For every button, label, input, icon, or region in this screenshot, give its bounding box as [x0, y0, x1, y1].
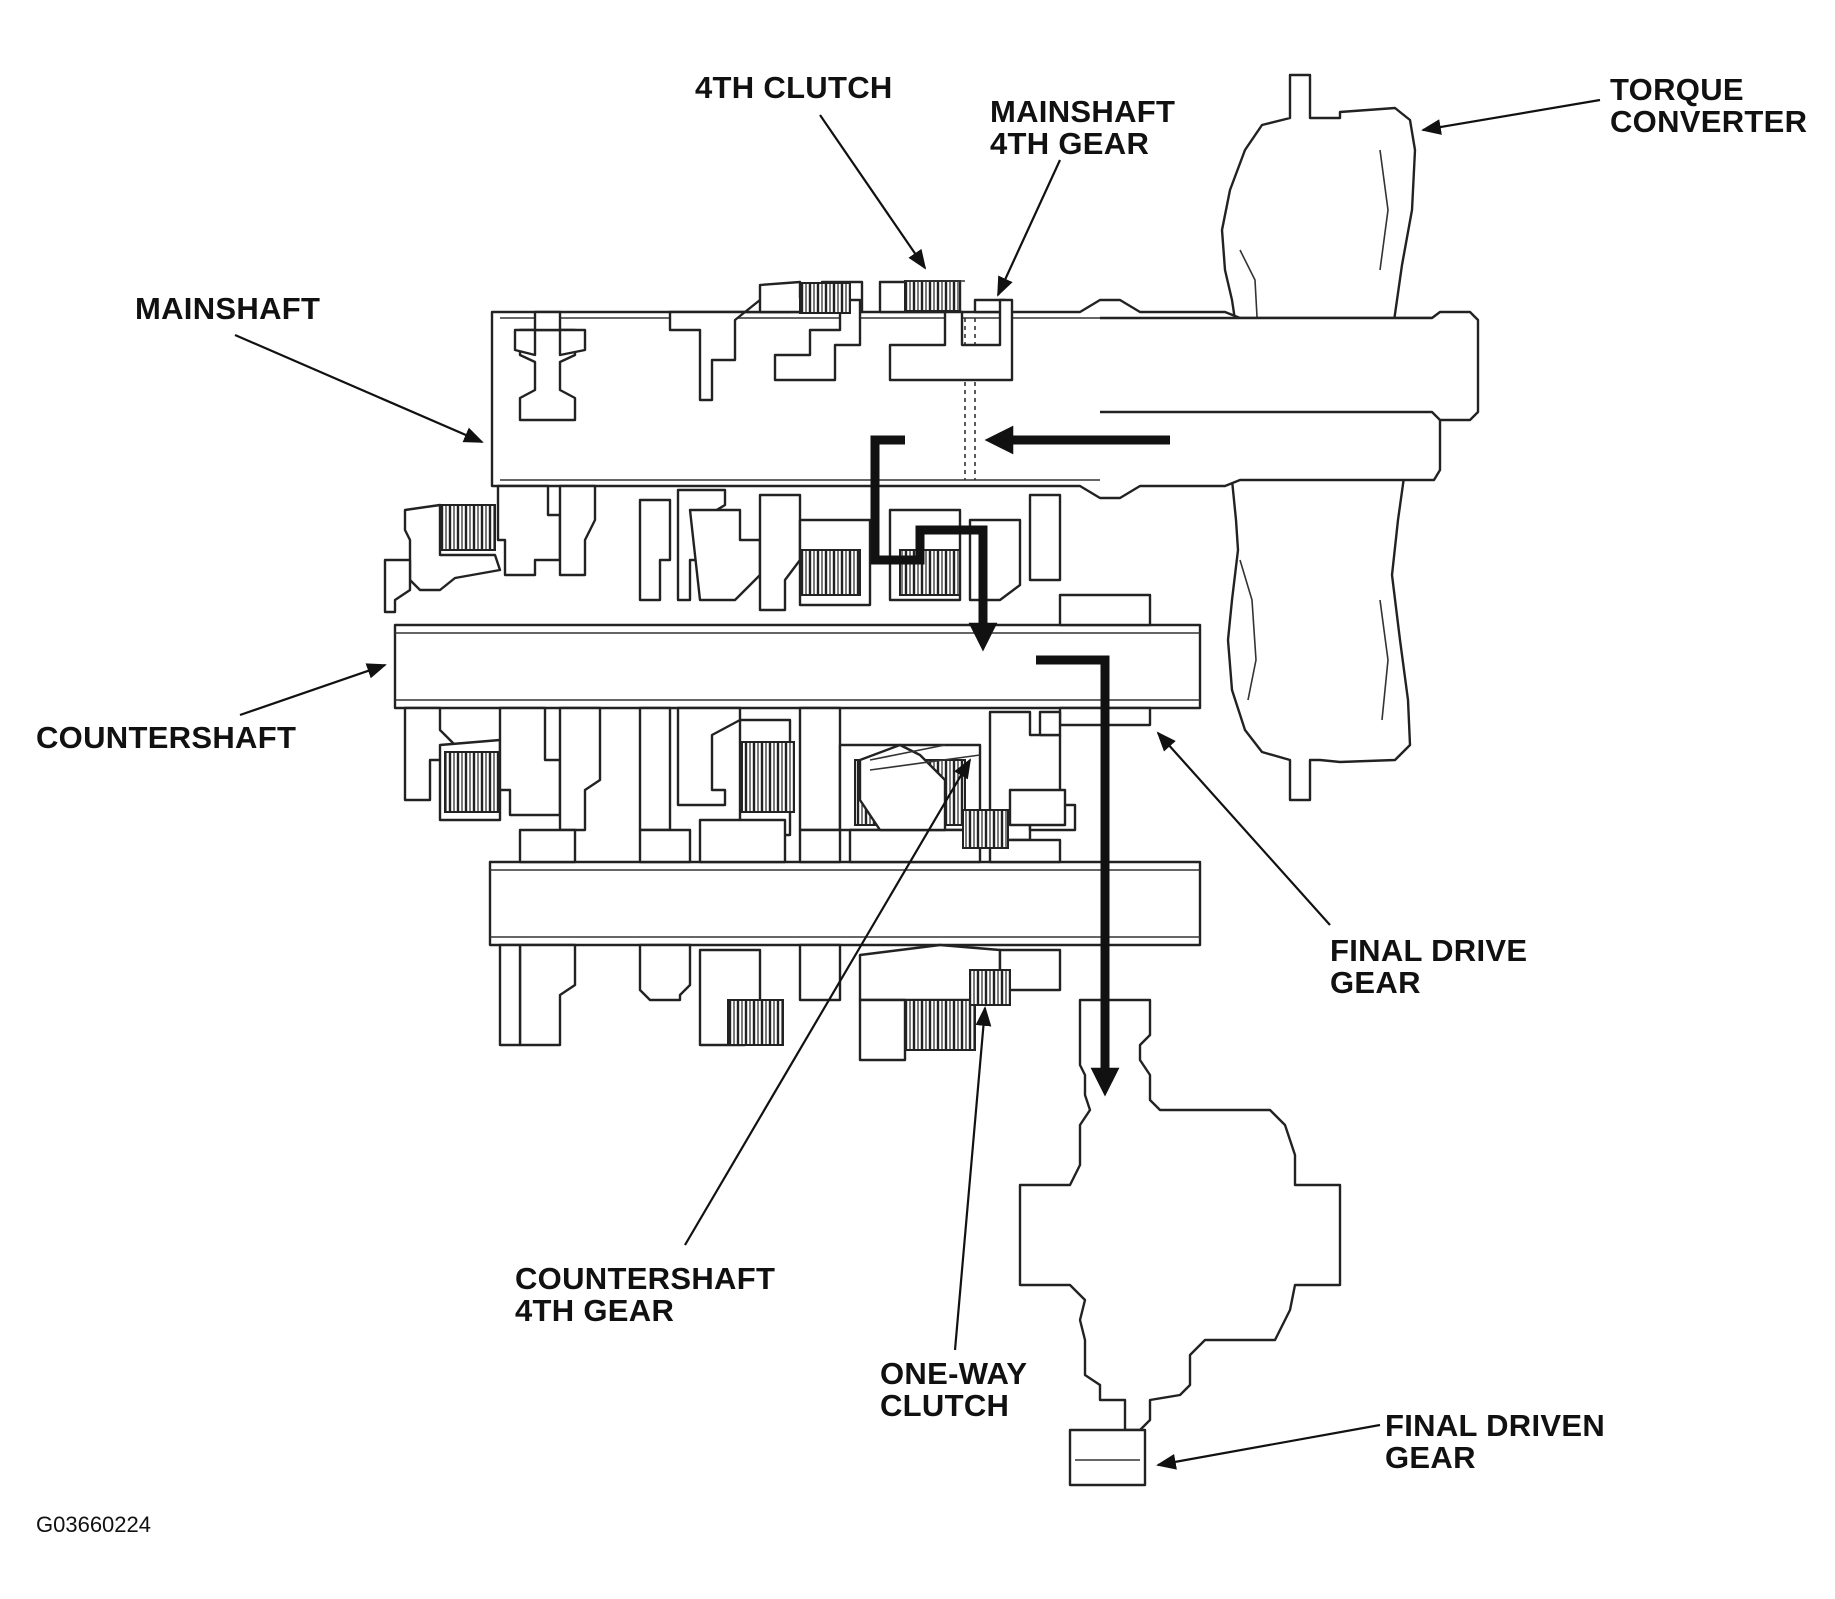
label-final-drive-gear: FINAL DRIVE GEAR [1330, 935, 1527, 999]
label-mainshaft-4th-gear-line-1: MAINSHAFT [990, 94, 1176, 129]
leader-final-drive-gear [1156, 731, 1331, 926]
label-mainshaft-4th-gear: MAINSHAFT 4TH GEAR [990, 96, 1175, 160]
power-flow-path [870, 425, 1170, 1097]
leader-4th-clutch [819, 114, 927, 270]
label-final-driven-gear-line-1: FINAL DRIVEN [1385, 1408, 1606, 1443]
figure-code: G03660224 [36, 1512, 151, 1537]
leader-lines [234, 98, 1601, 1470]
label-final-drive-gear-line-2: GEAR [1330, 965, 1421, 1000]
mainshaft-assembly [383, 280, 1480, 614]
label-countershaft: COUNTERSHAFT [36, 722, 296, 754]
leader-torque-converter [1421, 98, 1601, 135]
label-mainshaft-line-1: MAINSHAFT [135, 291, 321, 326]
label-one-way-clutch: ONE-WAY CLUTCH [880, 1358, 1027, 1422]
label-countershaft-4th-gear-line-1: COUNTERSHAFT [515, 1261, 776, 1296]
label-4th-clutch: 4TH CLUTCH [695, 72, 893, 104]
label-countershaft-4th-gear-line-2: 4TH GEAR [515, 1293, 675, 1328]
label-final-driven-gear-line-2: GEAR [1385, 1440, 1476, 1475]
leader-mainshaft-4th-gear [997, 159, 1061, 297]
label-mainshaft: MAINSHAFT [135, 293, 320, 325]
leader-countershaft [239, 663, 387, 717]
label-torque-converter-line-1: TORQUE [1610, 72, 1744, 107]
label-one-way-clutch-line-2: CLUTCH [880, 1388, 1010, 1423]
leader-one-way-clutch [953, 1006, 992, 1351]
label-countershaft-line-1: COUNTERSHAFT [36, 720, 297, 755]
secondary-shaft-assembly [488, 743, 1202, 1062]
leader-countershaft-4th-gear [684, 758, 972, 1246]
label-one-way-clutch-line-1: ONE-WAY [880, 1356, 1028, 1391]
leader-final-driven-gear [1156, 1423, 1381, 1470]
label-4th-clutch-line-1: 4TH CLUTCH [695, 70, 893, 105]
leader-mainshaft [234, 333, 484, 444]
label-mainshaft-4th-gear-line-2: 4TH GEAR [990, 126, 1150, 161]
label-final-driven-gear: FINAL DRIVEN GEAR [1385, 1410, 1605, 1474]
countershaft-assembly [393, 593, 1202, 842]
label-countershaft-4th-gear: COUNTERSHAFT 4TH GEAR [515, 1263, 775, 1327]
label-torque-converter: TORQUE CONVERTER [1610, 74, 1807, 138]
differential-assembly [1018, 998, 1342, 1487]
label-final-drive-gear-line-1: FINAL DRIVE [1330, 933, 1528, 968]
label-torque-converter-line-2: CONVERTER [1610, 104, 1808, 139]
